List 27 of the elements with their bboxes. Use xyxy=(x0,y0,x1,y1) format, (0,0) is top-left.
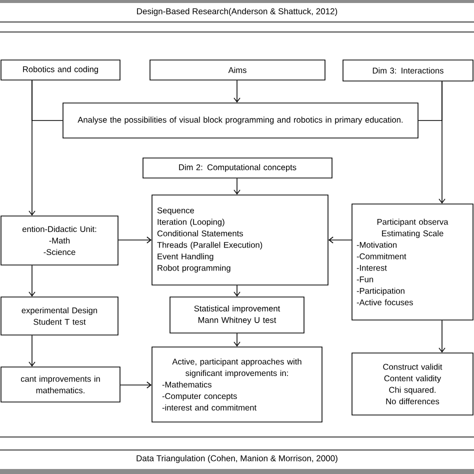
process-box: Sequence Iteration (Looping) Conditional Statements Threads (Parallel Execution) Event Handling Robot programming xyxy=(152,194,328,286)
process-box: Participant observa Estimating Scale -Motivation -Commitment -Interest -Fun -Participation -Active focuses xyxy=(352,204,474,320)
arrow xyxy=(234,333,240,347)
process-box: Aims xyxy=(150,60,326,80)
arrow xyxy=(28,265,36,297)
arrow xyxy=(438,81,446,204)
process-box: Dim 2: Computational concepts xyxy=(142,158,332,178)
arrow xyxy=(328,236,352,244)
process-box: Dim 3: Interactions xyxy=(342,60,474,82)
process-box: Analyse the possibilities of visual block programming and robotics in primary education. xyxy=(62,102,418,138)
process-box: cant improvements in mathematics. xyxy=(0,366,120,402)
process-box: Construct validit Content validity Chi squared. No differences xyxy=(352,352,474,416)
title: Design-Based Research(Anderson & Shattuck, 2012) xyxy=(137,8,338,16)
process-box: Active, participant approaches with significant improvements in: -Mathematics -Computer concepts -interest and commitment xyxy=(152,346,322,422)
process-box: ention-Didactic Unit: -Math -Science xyxy=(0,216,118,266)
arrow xyxy=(234,178,240,195)
process-box: experimental Design Student T test xyxy=(0,296,118,336)
caption: Data Triangulation (Cohen, Manion & Morrison, 2000) xyxy=(136,455,338,463)
process-box: Robotics and coding xyxy=(0,60,120,80)
arrow xyxy=(438,320,446,353)
arrow xyxy=(28,335,36,367)
arrow xyxy=(120,382,152,388)
process-box: Statistical improvement Mann Whitney U test xyxy=(170,296,304,334)
arrow xyxy=(234,285,240,297)
arrow xyxy=(28,80,36,216)
arrow xyxy=(118,236,152,244)
arrow xyxy=(234,80,240,103)
